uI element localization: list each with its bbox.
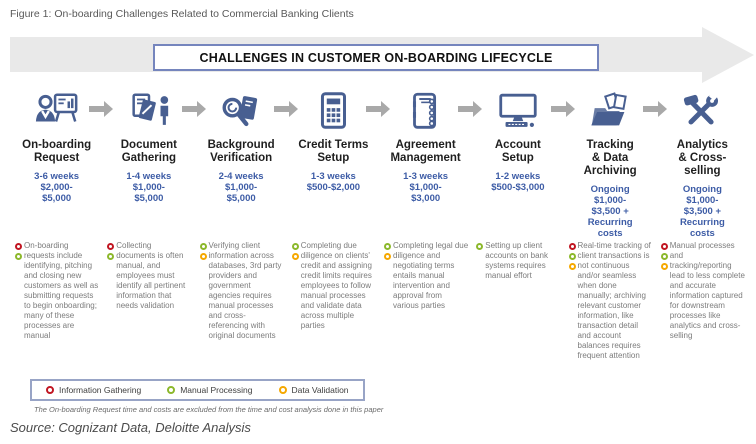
- footnote: The On-boarding Request time and costs a…: [34, 405, 384, 414]
- stage-duration: 1-4 weeks $1,000- $5,000: [126, 171, 172, 204]
- stage-bullet: Setting up client accounts on bank syste…: [475, 241, 560, 281]
- stage-title: Tracking & Data Archiving: [583, 139, 637, 177]
- yellow-marker-icon: [568, 262, 576, 270]
- stage-title: Background Verification: [207, 139, 275, 164]
- stage-description: Setting up client accounts on bank syste…: [485, 241, 548, 280]
- marker-rings: [660, 241, 670, 341]
- marker-rings: [291, 241, 301, 331]
- marker-rings: [476, 241, 485, 281]
- calculator-icon: [291, 88, 376, 134]
- magnifier-document-icon: [199, 88, 284, 134]
- documents-person-icon: [106, 88, 191, 134]
- stages-row: On-boarding Request 3-6 weeks $2,000- $5…: [14, 88, 745, 361]
- stage-duration: 1-3 weeks $500-$2,000: [306, 171, 361, 193]
- legend-item-manual-processing: Manual Processing: [167, 385, 253, 395]
- information-gathering-marker-icon: [46, 386, 54, 394]
- stage-analytics-cross-selling: Analytics & Cross- selling Ongoing $1,00…: [660, 88, 745, 361]
- legend-item-information-gathering: Information Gathering: [46, 385, 141, 395]
- stage-bullet: On-boarding requests include identifying…: [14, 241, 99, 341]
- green-marker-icon: [476, 242, 484, 250]
- green-marker-icon: [107, 252, 115, 260]
- legend-item-data-validation: Data Validation: [278, 385, 349, 395]
- computer-monitor-icon: [475, 88, 560, 134]
- legend-label: Manual Processing: [180, 385, 253, 395]
- stage-duration: Ongoing $1,000- $3,500 + Recurring costs: [587, 184, 633, 239]
- green-marker-icon: [568, 252, 576, 260]
- stage-title: Agreement Management: [390, 139, 461, 164]
- stage-bullet: Completing due diligence on clients' cre…: [291, 241, 376, 331]
- banner-title: CHALLENGES IN CUSTOMER ON-BOARDING LIFEC…: [199, 50, 553, 65]
- marker-rings: [199, 241, 209, 341]
- yellow-marker-icon: [199, 252, 207, 260]
- stage-title: Analytics & Cross- selling: [676, 139, 728, 177]
- figure-caption: Figure 1: On-boarding Challenges Related…: [10, 8, 354, 20]
- presenter-chart-icon: [14, 88, 99, 134]
- stage-title: Credit Terms Setup: [298, 139, 369, 164]
- red-marker-icon: [568, 242, 576, 250]
- stage-description: Completing due diligence on clients' cre…: [300, 241, 372, 330]
- manual-processing-marker-icon: [167, 386, 176, 394]
- source-line: Source: Cognizant Data, Deloitte Analysi…: [10, 420, 251, 435]
- stage-tracking-data-archiving: Tracking & Data Archiving Ongoing $1,000…: [568, 88, 667, 361]
- folder-archive-icon: [568, 88, 653, 134]
- stage-title: On-boarding Request: [22, 139, 92, 164]
- marker-rings: [107, 241, 116, 311]
- flow-arrow-icon: [273, 101, 298, 117]
- stage-description: On-boarding requests include identifying…: [24, 241, 99, 340]
- stage-credit-terms-setup: Credit Terms Setup 1-3 weeks $500-$2,000…: [291, 88, 390, 361]
- yellow-marker-icon: [291, 252, 299, 260]
- banner-title-box: CHALLENGES IN CUSTOMER ON-BOARDING LIFEC…: [153, 44, 599, 71]
- red-marker-icon: [107, 242, 115, 250]
- stage-description: Completing legal due diligence and negot…: [393, 241, 469, 310]
- marker-rings: [15, 241, 24, 341]
- stage-duration: 1-2 weeks $500-$3,000: [491, 171, 545, 193]
- data-validation-marker-icon: [278, 386, 287, 394]
- stage-description: Verifying client information across data…: [208, 241, 282, 340]
- stage-title: Document Gathering: [120, 139, 177, 164]
- spiral-notebook-icon: [383, 88, 468, 134]
- stage-bullet: Verifying client information across data…: [199, 241, 284, 341]
- stage-bullet: Collecting documents is often manual, an…: [106, 241, 191, 311]
- green-marker-icon: [660, 252, 668, 260]
- flow-arrow-icon: [550, 101, 575, 117]
- stage-bullet: Completing legal due diligence and negot…: [383, 241, 468, 311]
- stage-document-gathering: Document Gathering 1-4 weeks $1,000- $5,…: [106, 88, 206, 361]
- stage-background-verification: Background Verification 2-4 weeks $1,000…: [199, 88, 298, 361]
- stage-description: Collecting documents is often manual, an…: [116, 241, 186, 310]
- marker-rings: [568, 241, 578, 361]
- stage-account-setup: Account Setup 1-2 weeks $500-$3,000 Sett…: [475, 88, 575, 361]
- red-marker-icon: [15, 242, 22, 250]
- flow-arrow-icon: [642, 101, 667, 117]
- stage-agreement-management: Agreement Management 1-3 weeks $1,000- $…: [383, 88, 483, 361]
- stage-title: Account Setup: [494, 139, 541, 164]
- stage-duration: Ongoing $1,000- $3,500 + Recurring costs: [679, 184, 725, 239]
- stage-duration: 2-4 weeks $1,000- $5,000: [218, 171, 264, 204]
- flow-arrow-icon: [181, 101, 206, 117]
- stage-duration: 3-6 weeks $2,000- $5,000: [34, 171, 80, 204]
- legend-label: Information Gathering: [59, 385, 142, 395]
- stage-description: Real-time tracking of client transaction…: [577, 241, 651, 360]
- green-marker-icon: [384, 242, 391, 250]
- stage-bullet: Real-time tracking of client transaction…: [568, 241, 653, 361]
- marker-rings: [384, 241, 393, 311]
- green-marker-icon: [15, 252, 22, 260]
- stage-bullet: Manual processes and tracking/reporting …: [660, 241, 745, 341]
- flow-arrow-icon: [458, 101, 483, 117]
- stage-description: Manual processes and tracking/reporting …: [669, 241, 745, 340]
- yellow-marker-icon: [660, 262, 668, 270]
- green-marker-icon: [199, 242, 207, 250]
- flow-arrow-icon: [366, 101, 390, 117]
- stage-onboarding-request: On-boarding Request 3-6 weeks $2,000- $5…: [14, 88, 114, 361]
- hammer-wrench-icon: [660, 88, 745, 134]
- green-marker-icon: [291, 242, 299, 250]
- stage-duration: 1-3 weeks $1,000- $3,000: [403, 171, 449, 204]
- legend-label: Data Validation: [291, 385, 349, 395]
- red-marker-icon: [660, 242, 668, 250]
- flow-arrow-icon: [89, 101, 114, 117]
- yellow-marker-icon: [384, 252, 391, 260]
- legend: Information Gathering Manual Processing …: [30, 379, 365, 401]
